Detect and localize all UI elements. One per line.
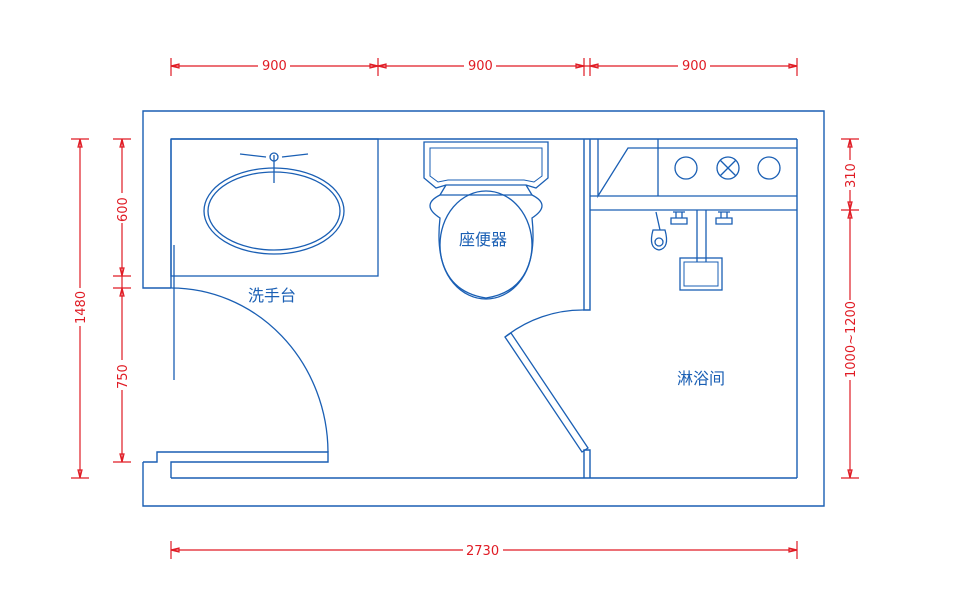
faucet-head: [269, 152, 279, 162]
dim-bottom-bg: [463, 541, 503, 557]
outer-wall: [142, 110, 825, 507]
mixer-box-inner: [683, 261, 719, 287]
faucet-left-handle: [239, 153, 267, 158]
washbasin-label: 洗手台: [248, 286, 296, 305]
dim-right-lower-bg: [841, 300, 859, 380]
dim-bottom-arrows: [170, 547, 798, 553]
shower-area: [590, 139, 797, 291]
dim-left-split-arrows: [119, 138, 125, 463]
shower-door-swing-arc: [504, 309, 585, 338]
washbasin-counter: [170, 138, 379, 277]
dimension-left: 1480 600 750: [71, 138, 131, 479]
dim-left-upper-text: 600: [116, 197, 131, 222]
faucet-right-handle: [281, 153, 309, 158]
dim-left-lower-text: 750: [116, 364, 131, 389]
toilet-label: 座便器: [459, 230, 507, 249]
dimension-bottom: 2730: [170, 541, 798, 559]
dim-top-arrows: [170, 63, 798, 69]
toilet-bowl-outer: [429, 194, 543, 299]
valve-left-icon: [670, 211, 688, 225]
walls: [142, 110, 825, 507]
shower-knob-left-icon: [674, 156, 698, 180]
dim-left-total-text: 1480: [74, 291, 89, 324]
washbasin: [170, 138, 379, 277]
entrance-door-swing-arc: [170, 287, 329, 453]
entrance-jamb-bottom: [143, 451, 329, 478]
washbasin-bowl-inner: [207, 171, 341, 251]
toilet-bowl-inner: [439, 190, 533, 300]
hand-shower-hose: [655, 211, 661, 231]
toilet-neck: [439, 184, 533, 196]
toilet: [423, 141, 549, 300]
dim-right-lower-text: 1000~1200: [844, 301, 859, 378]
shower-knob-center-cross-b: [719, 159, 737, 177]
valve-right-icon: [715, 211, 733, 225]
hand-shower-head-icon: [650, 229, 668, 251]
shower-knob-right-icon: [757, 156, 781, 180]
dim-right-arrows: [847, 138, 853, 479]
dim-left-upper-bg: [113, 193, 131, 223]
dim-bottom-text: 2730: [466, 544, 499, 559]
shower-shelf-niche: [597, 139, 797, 199]
toilet-tank-inner: [429, 147, 543, 183]
dim-right-upper-text: 310: [844, 163, 859, 188]
shower-knob-center-icon: [716, 156, 740, 180]
dim-top-right-bg: [678, 57, 710, 73]
hand-shower-nozzle: [654, 237, 664, 247]
shower-label: 淋浴间: [677, 369, 725, 388]
mixer-box-outer: [679, 257, 723, 291]
partition-lower: [583, 449, 591, 478]
dim-top-left-text: 900: [262, 59, 287, 74]
entrance-door: [170, 245, 329, 453]
dim-left-total-bg: [71, 288, 89, 326]
dim-right-upper-bg: [841, 160, 859, 190]
dim-top-right-text: 900: [682, 59, 707, 74]
dim-top-left-bg: [258, 57, 290, 73]
dim-top-middle-text: 900: [468, 59, 493, 74]
shower-door-leaf: [504, 332, 589, 453]
dimension-right: 310 1000~1200: [841, 138, 859, 479]
shower-door: [504, 309, 589, 453]
partition-upper: [583, 139, 591, 311]
dim-left-lower-bg: [113, 360, 131, 390]
dim-top-middle-bg: [464, 57, 496, 73]
dimension-top: 900 900 900: [170, 57, 798, 76]
dim-left-total-arrows: [77, 138, 83, 479]
